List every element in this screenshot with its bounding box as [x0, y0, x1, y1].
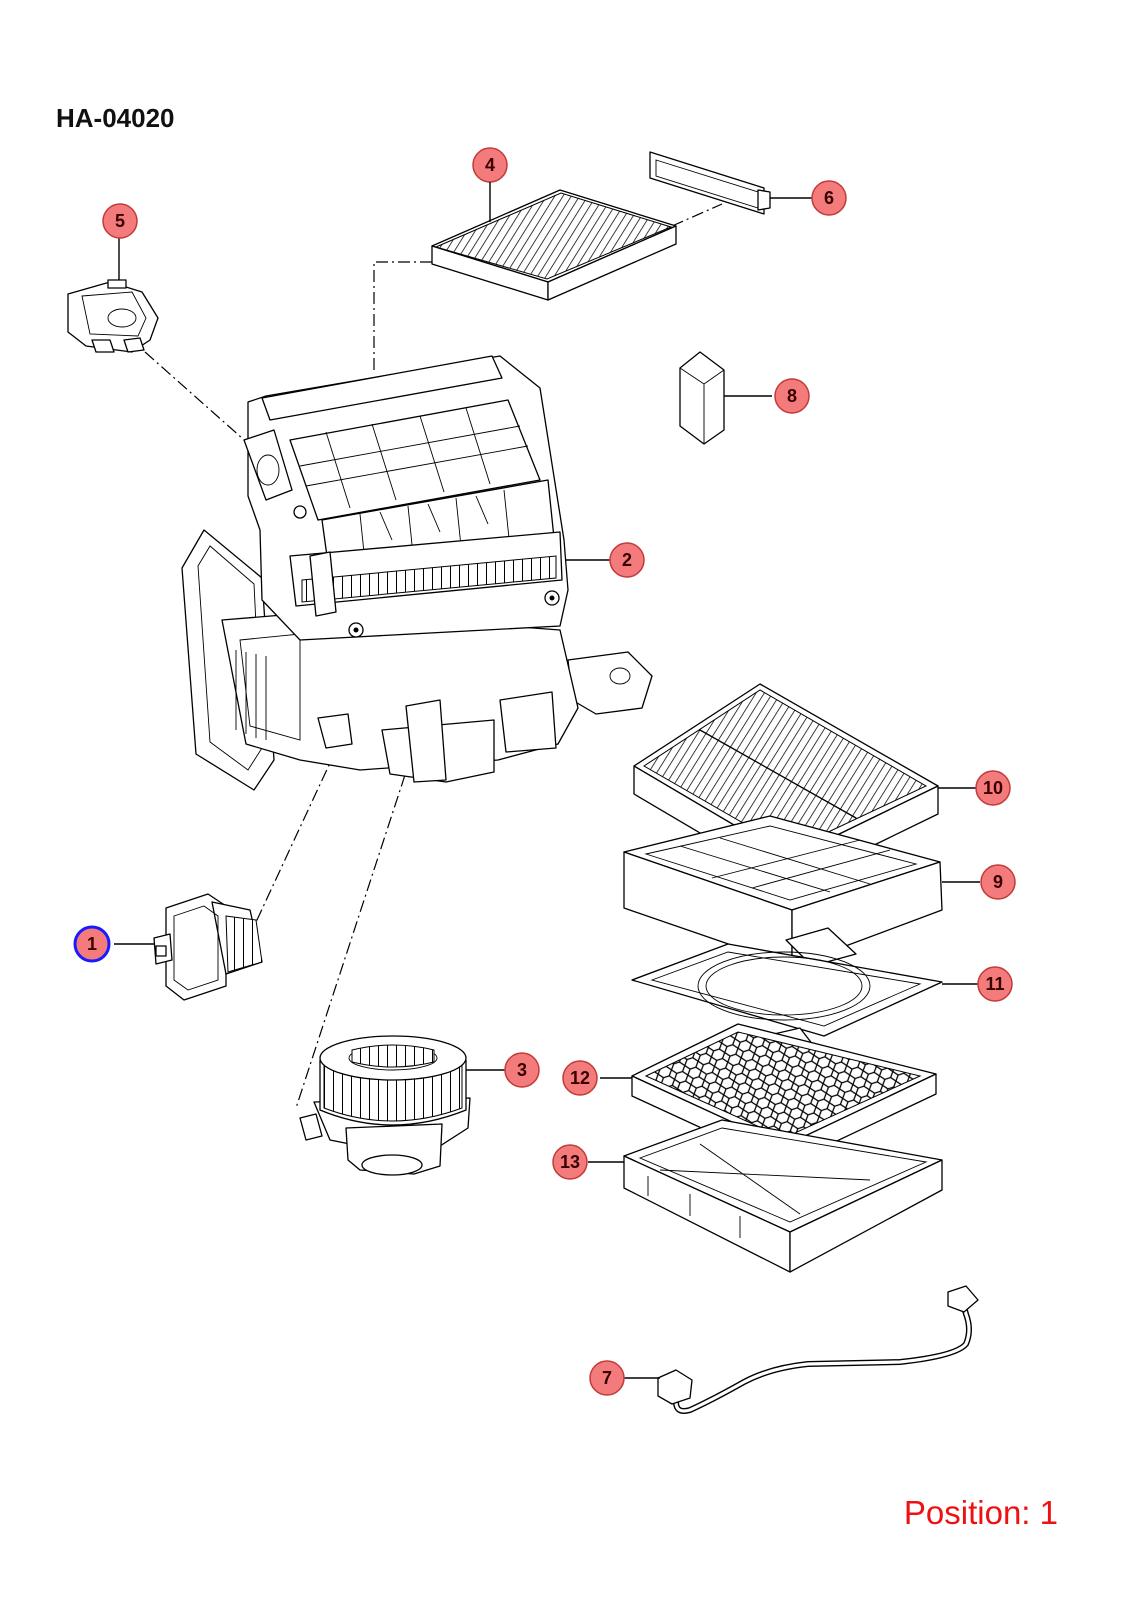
part-8-bracket	[679, 351, 772, 445]
part-5-actuator	[67, 238, 159, 353]
callout-10-label: 10	[983, 778, 1003, 798]
callout-2-label: 2	[622, 550, 632, 570]
callout-9-label: 9	[993, 872, 1003, 892]
part-9-filter-frame	[623, 815, 980, 967]
callout-8-label: 8	[787, 386, 797, 406]
part-13-filter-tray	[588, 1119, 943, 1273]
housing-screws	[293, 505, 560, 638]
callout-10[interactable]: 10	[975, 770, 1011, 806]
callout-11-label: 11	[985, 974, 1004, 994]
callout-7-label: 7	[602, 1368, 612, 1388]
part-2-blower-housing	[181, 355, 653, 791]
callout-13[interactable]: 13	[552, 1144, 588, 1180]
callout-11[interactable]: 11	[977, 966, 1013, 1002]
callout-6[interactable]: 6	[811, 180, 847, 216]
callout-12[interactable]: 12	[562, 1060, 598, 1096]
callout-9[interactable]: 9	[980, 864, 1016, 900]
callout-3-label: 3	[517, 1060, 527, 1080]
part-3-blower-motor	[299, 1035, 506, 1176]
callout-5[interactable]: 5	[102, 203, 138, 239]
callout-4-label: 4	[485, 155, 495, 175]
diagram-title: HA-04020	[56, 103, 175, 133]
part-6-filter-cover	[649, 151, 812, 215]
position-readout: Position: 1	[903, 1494, 1058, 1531]
part-1-blower-resistor	[114, 893, 263, 1001]
callout-6-label: 6	[824, 188, 834, 208]
callout-1-label: 1	[87, 934, 97, 954]
callout-5-label: 5	[115, 211, 125, 231]
part-7-wire-harness	[624, 1285, 979, 1414]
callouts: 1 2 3 4 5 6 7 8	[73, 147, 1016, 1396]
callout-13-label: 13	[560, 1152, 580, 1172]
callout-4[interactable]: 4	[472, 147, 508, 183]
callout-1[interactable]: 1	[73, 925, 111, 963]
callout-12-label: 12	[570, 1068, 590, 1088]
callout-7[interactable]: 7	[589, 1360, 625, 1396]
part-4-cabin-filter	[431, 189, 677, 301]
callout-8[interactable]: 8	[774, 378, 810, 414]
callout-3[interactable]: 3	[504, 1052, 540, 1088]
callout-2[interactable]: 2	[609, 542, 645, 578]
